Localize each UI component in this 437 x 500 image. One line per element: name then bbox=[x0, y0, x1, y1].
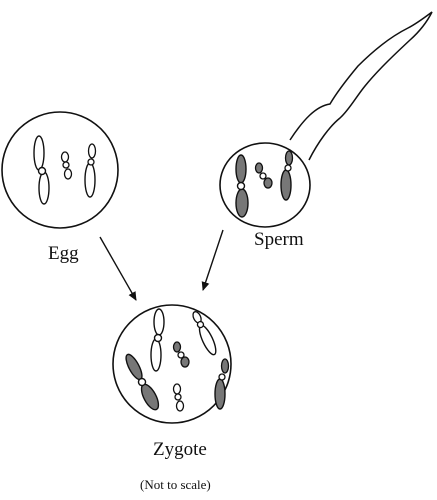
egg-label: Egg bbox=[48, 243, 79, 264]
zygote-chromosome-large-maternal bbox=[150, 308, 165, 372]
sperm-chromosome-small bbox=[254, 162, 273, 189]
sperm-chromosome-large bbox=[235, 154, 249, 218]
egg-membrane bbox=[1, 111, 119, 229]
scale-note: (Not to scale) bbox=[140, 477, 211, 492]
zygote-chromosome-small-paternal bbox=[172, 341, 190, 368]
egg-chromosome-large bbox=[33, 135, 50, 205]
zygote-label: Zygote bbox=[153, 439, 207, 460]
sperm-label: Sperm bbox=[254, 229, 304, 250]
egg-cell bbox=[1, 111, 119, 229]
zygote-chromosome-medium-maternal bbox=[192, 311, 217, 356]
sperm-chromosome-medium bbox=[280, 150, 294, 201]
egg-chromosome-small bbox=[60, 151, 73, 180]
zygote-cell bbox=[112, 304, 232, 424]
zygote-chromosome-large-paternal bbox=[125, 353, 160, 411]
sperm-to-zygote-arrow bbox=[201, 229, 224, 291]
sperm-cell bbox=[219, 11, 433, 228]
egg-to-zygote-arrow bbox=[99, 236, 137, 301]
zygote-chromosome-small-maternal bbox=[172, 383, 185, 412]
sperm-tail bbox=[289, 11, 433, 161]
zygote-chromosome-medium-paternal bbox=[214, 358, 230, 410]
egg-chromosome-medium bbox=[84, 143, 97, 198]
